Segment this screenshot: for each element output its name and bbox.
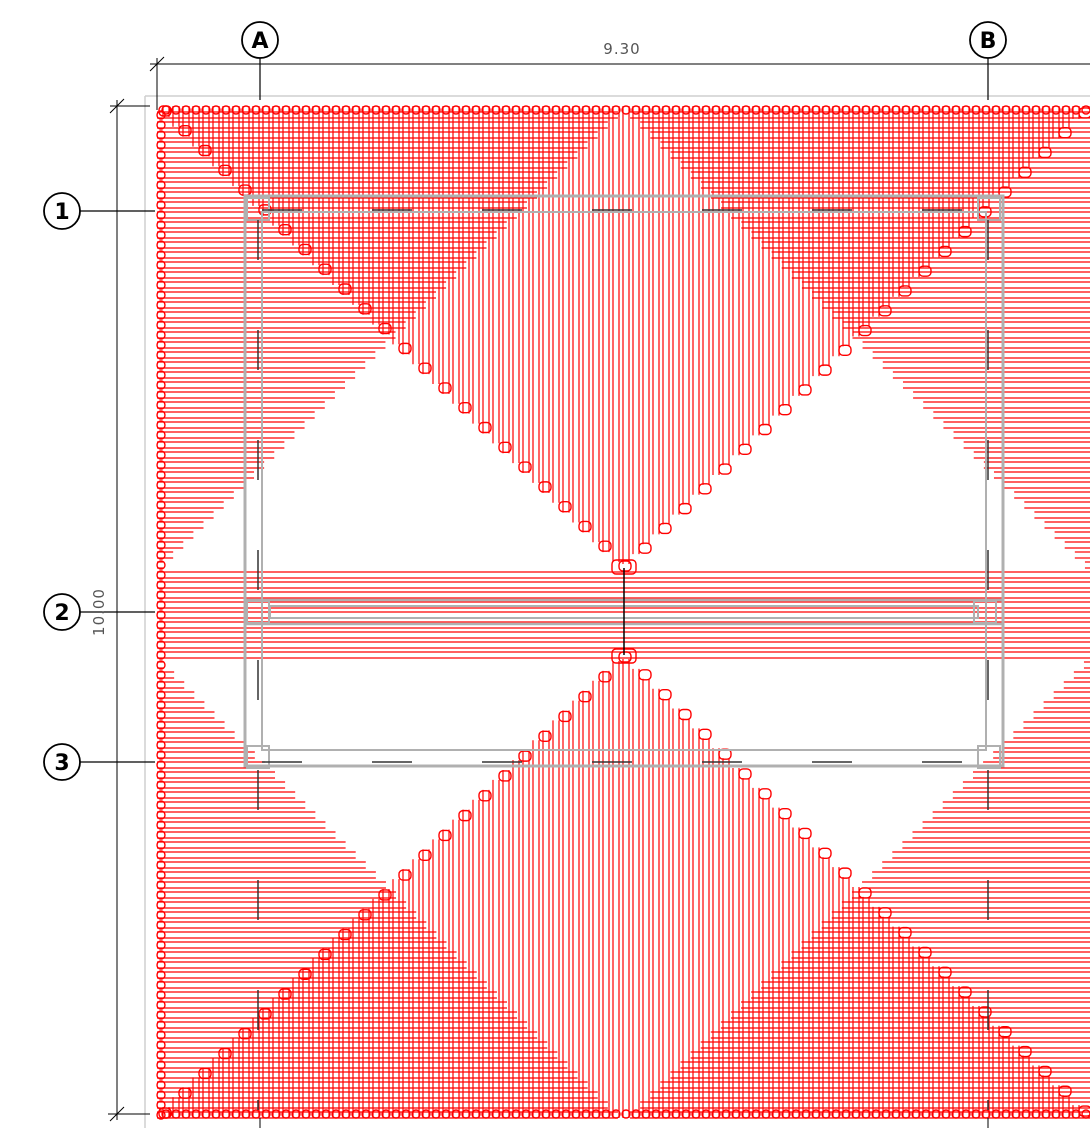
column-b1	[977, 197, 1001, 221]
grid-label-b: B	[980, 29, 997, 54]
dimension-vertical-label: 10.00	[90, 588, 108, 636]
beam-outline-outer	[243, 194, 1005, 768]
dimension-horizontal-label: 9.30	[603, 40, 640, 58]
column-a1	[246, 197, 270, 221]
grid-bubble-b	[969, 21, 1007, 59]
column-b3	[977, 745, 1001, 769]
roof-tile-hatch	[156, 105, 1090, 1120]
grid-bubble-2	[43, 593, 81, 631]
column-a2	[246, 600, 270, 624]
column-a3	[246, 745, 270, 769]
grid-bubble-3	[43, 743, 81, 781]
dimension-vertical: 10.00	[90, 98, 150, 1122]
hidden-beam-lines	[257, 209, 989, 1110]
grid-label-3: 3	[54, 751, 69, 776]
grid-bubble-1	[43, 192, 81, 230]
grid-axis-b: B	[969, 21, 1007, 100]
column-b2	[973, 600, 997, 624]
grid-axis-2: 2	[43, 593, 155, 631]
axis-ticks-bottom	[259, 1118, 989, 1128]
grid-bubble-a	[241, 21, 279, 59]
grid-label-a: A	[251, 29, 268, 54]
grid-label-2: 2	[54, 601, 69, 626]
grid-label-1: 1	[54, 200, 69, 225]
beam-outline-inner	[261, 211, 987, 751]
dimension-horizontal: 9.30	[149, 40, 1090, 110]
grid-axis-3: 3	[43, 743, 155, 781]
grid-axis-1: 1	[43, 192, 155, 230]
grid-axis-a: A	[241, 21, 279, 100]
